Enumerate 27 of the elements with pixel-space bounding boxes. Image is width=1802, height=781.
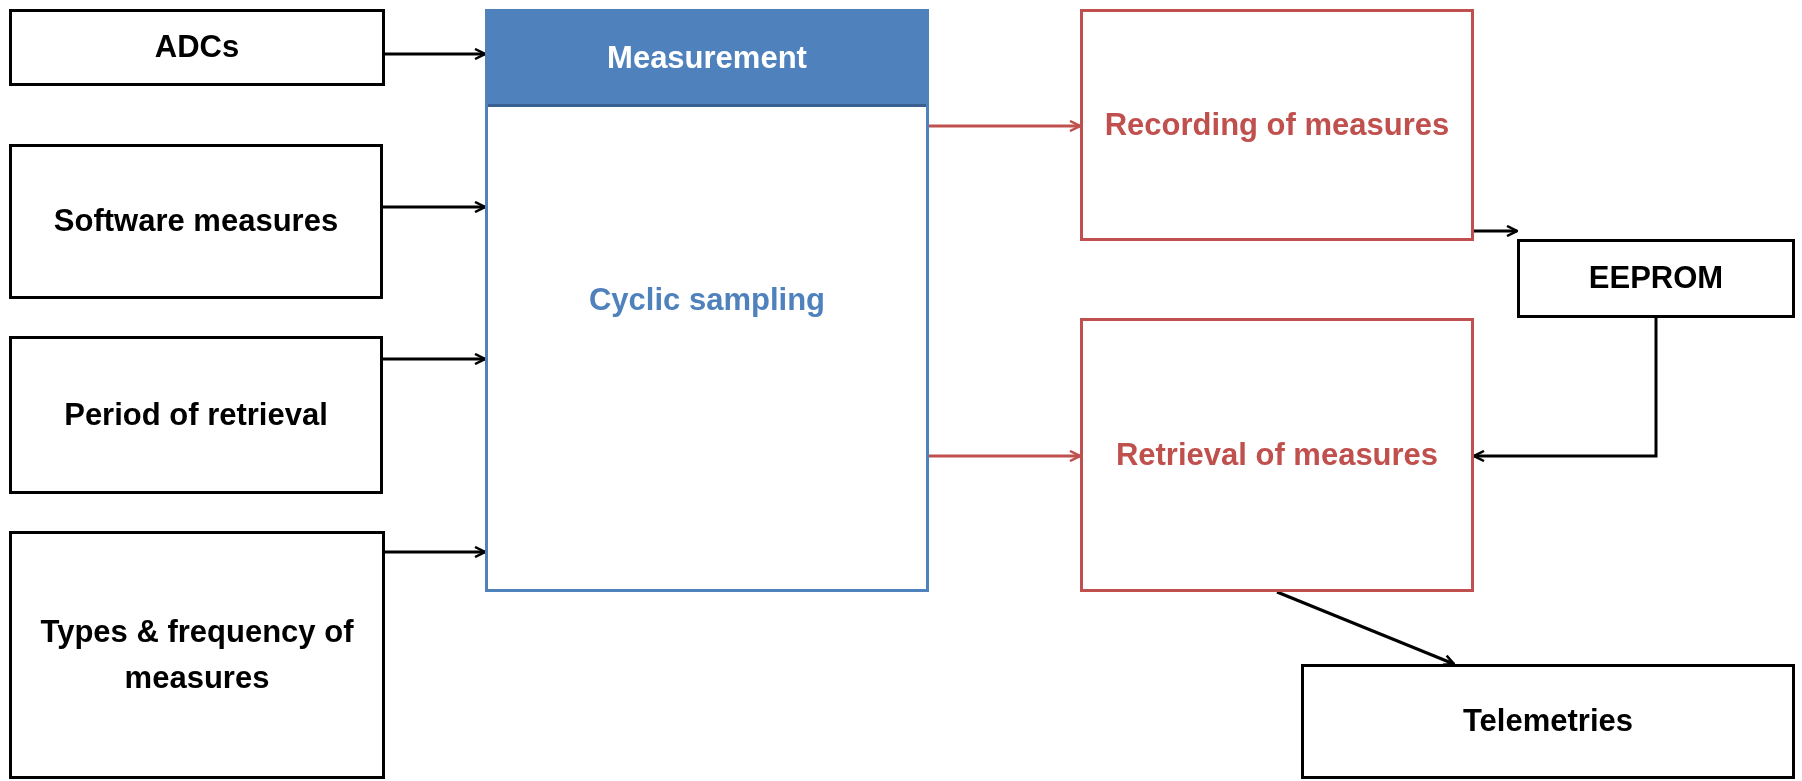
process-box: [1080, 318, 1474, 592]
process-box: [9, 531, 385, 779]
arrow: [1472, 318, 1658, 463]
box-label: Types & frequency of measures: [39, 612, 355, 697]
header-title: Measurement: [488, 12, 926, 107]
box-label: Recording of measures: [1103, 105, 1451, 144]
box-label: Retrieval of measures: [1114, 435, 1440, 474]
box-label: Telemetries: [1462, 702, 1634, 741]
arrow: [1474, 224, 1519, 238]
arrow: [385, 47, 487, 61]
box-label: Software measures: [52, 202, 340, 241]
arrow: [383, 200, 487, 214]
process-box: [9, 144, 383, 299]
process-box: [1080, 9, 1474, 241]
box-label: Period of retrieval: [63, 395, 329, 434]
box-label: EEPROM: [1587, 259, 1725, 298]
process-box: [1517, 239, 1795, 318]
arrow: [929, 119, 1082, 133]
box-text: Cyclic sampling: [588, 281, 826, 319]
arrow: [385, 545, 487, 559]
process-box: [9, 9, 385, 86]
measurement-box: [485, 9, 929, 592]
process-box: [9, 336, 383, 494]
process-box: [1301, 664, 1795, 779]
arrow: [383, 352, 487, 366]
box-label: ADCs: [153, 28, 241, 67]
arrow: [929, 449, 1082, 463]
